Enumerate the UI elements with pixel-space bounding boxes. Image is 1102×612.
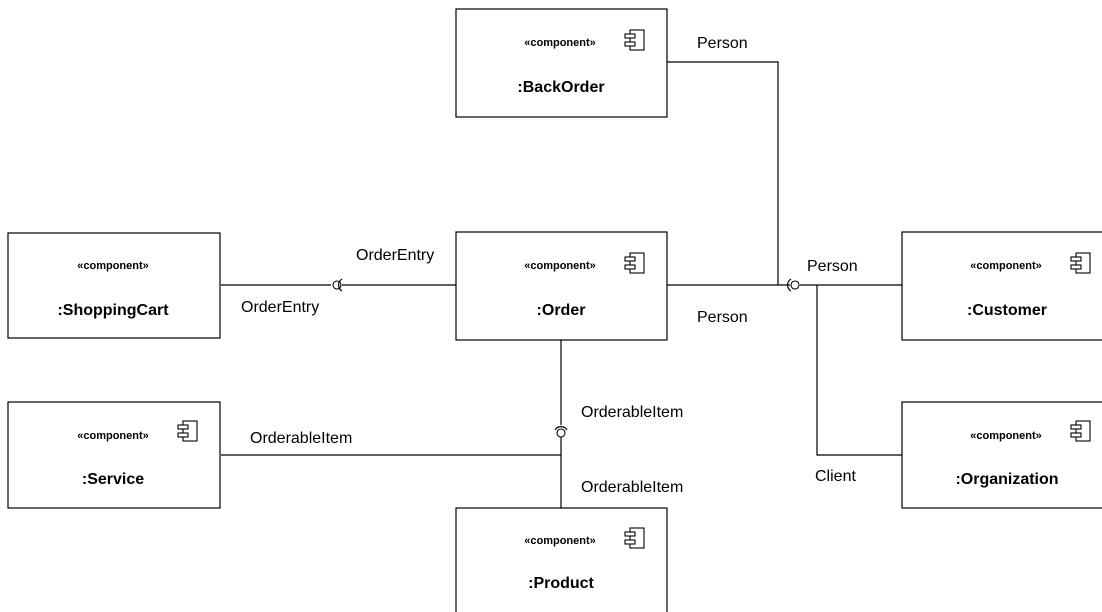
label-product-orderableitem: OrderableItem	[581, 479, 683, 496]
interface-symbols	[332, 278, 800, 438]
label-orderentry-required: OrderEntry	[356, 247, 434, 264]
component-order[interactable]: «component» :Order	[455, 231, 668, 341]
component-shoppingcart[interactable]: «component» :ShoppingCart	[7, 232, 221, 339]
label-customer-person: Person	[807, 258, 858, 275]
component-organization[interactable]: «component» :Organization	[901, 401, 1102, 509]
component-service[interactable]: «component» :Service	[7, 401, 221, 509]
component-name: :Service	[82, 471, 144, 488]
orderableitem-interface-icon	[554, 426, 568, 438]
stereotype-label: «component»	[77, 260, 149, 272]
stereotype-label: «component»	[970, 430, 1042, 442]
label-orderentry-provided: OrderEntry	[241, 299, 319, 316]
label-service-orderableitem: OrderableItem	[250, 430, 352, 447]
component-backorder[interactable]: «component» :BackOrder	[455, 8, 668, 118]
component-icon	[624, 29, 645, 51]
connectors	[221, 61, 902, 508]
component-icon	[177, 420, 198, 442]
component-name: :Order	[537, 302, 586, 319]
orderentry-interface-icon	[332, 278, 343, 292]
label-order-person: Person	[697, 309, 748, 326]
connector-labels: Person OrderEntry OrderEntry Person Pers…	[241, 35, 858, 496]
connector-backorder-person	[667, 61, 779, 285]
component-icon	[1070, 420, 1091, 442]
label-backorder-person: Person	[697, 35, 748, 52]
component-customer[interactable]: «component» :Customer	[901, 231, 1102, 341]
component-name: :ShoppingCart	[57, 302, 169, 319]
stereotype-label: «component»	[77, 430, 149, 442]
label-organization-client: Client	[815, 468, 856, 485]
component-icon	[624, 252, 645, 274]
label-order-orderableitem: OrderableItem	[581, 404, 683, 421]
component-icon	[1070, 252, 1091, 274]
connector-organization-client	[816, 285, 902, 456]
stereotype-label: «component»	[524, 37, 596, 49]
stereotype-label: «component»	[524, 260, 596, 272]
person-interface-icon	[787, 278, 800, 292]
stereotype-label: «component»	[524, 535, 596, 547]
component-icon	[624, 527, 645, 549]
component-name: :Product	[528, 575, 594, 592]
component-name: :Customer	[967, 302, 1047, 319]
component-name: :Organization	[955, 471, 1058, 488]
component-product[interactable]: «component» :Product	[455, 507, 668, 612]
stereotype-label: «component»	[970, 260, 1042, 272]
component-name: :BackOrder	[517, 79, 604, 96]
